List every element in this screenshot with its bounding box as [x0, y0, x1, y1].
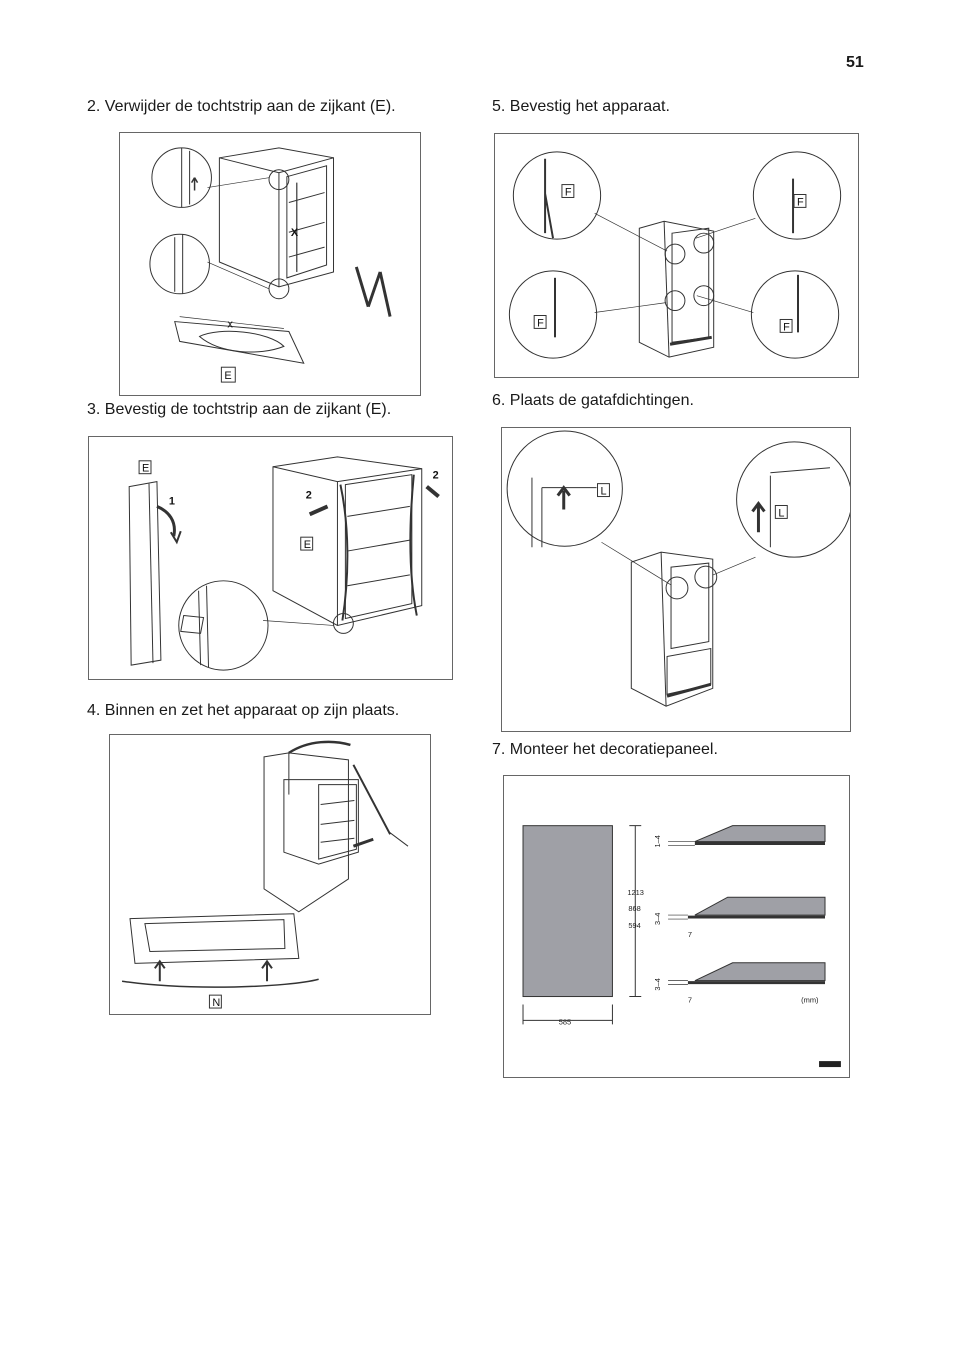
label-N: N	[212, 997, 220, 1009]
label-2-left: 2	[306, 489, 312, 501]
dim-7-a: 7	[688, 930, 692, 939]
label-E-mid: E	[304, 539, 311, 551]
step-5-caption: 5. Bevestig het apparaat.	[492, 98, 670, 115]
label-F-4: F	[783, 321, 790, 333]
page-number: 51	[846, 54, 864, 71]
figure-remove-draught-strip: X x E	[119, 132, 421, 396]
figure-attach-draught-strip: E 1 2 2 E	[88, 436, 453, 680]
step-4-caption: 4. Binnen en zet het apparaat op zijn pl…	[87, 702, 400, 719]
dim-585: 585	[559, 1017, 571, 1026]
dim-594: 594	[628, 921, 640, 930]
dim-1213: 1213	[627, 888, 644, 897]
figure-hole-covers: L L	[501, 427, 851, 732]
label-L-1: L	[600, 486, 606, 498]
label-L-2: L	[778, 507, 784, 519]
label-X: X	[291, 227, 299, 239]
step-2-caption: 2. Verwijder de tochtstrip aan de zijkan…	[87, 98, 396, 115]
dim-unit-mm: (mm)	[801, 995, 819, 1004]
dim-3-4-b: 3–4	[653, 978, 662, 990]
figure-decor-panel: 1213 868 594 585 1–4 3–4 3–4 7 7 (mm)	[503, 775, 850, 1078]
dim-1-4: 1–4	[653, 835, 662, 847]
dim-7-b: 7	[688, 995, 692, 1004]
label-1: 1	[169, 495, 175, 507]
label-F-2: F	[797, 196, 804, 208]
step-6-caption: 6. Plaats de gatafdichtingen.	[492, 392, 694, 409]
figure-fix-appliance: F F F F	[494, 133, 859, 378]
step-3-caption: 3. Bevestig de tochtstrip aan de zijkant…	[87, 401, 392, 418]
decor-panel-drawing	[522, 825, 613, 998]
label-E: E	[224, 370, 231, 382]
label-F-3: F	[537, 317, 544, 329]
label-x-small: x	[227, 319, 233, 331]
dim-868: 868	[628, 904, 640, 913]
black-mark	[819, 1061, 841, 1068]
step-7-caption: 7. Monteer het decoratiepaneel.	[492, 741, 718, 758]
dim-3-4-a: 3–4	[653, 913, 662, 925]
label-2-right: 2	[433, 470, 439, 482]
label-E-left: E	[142, 463, 149, 475]
figure-insert-appliance: N	[109, 734, 431, 1015]
label-F-1: F	[565, 186, 572, 198]
